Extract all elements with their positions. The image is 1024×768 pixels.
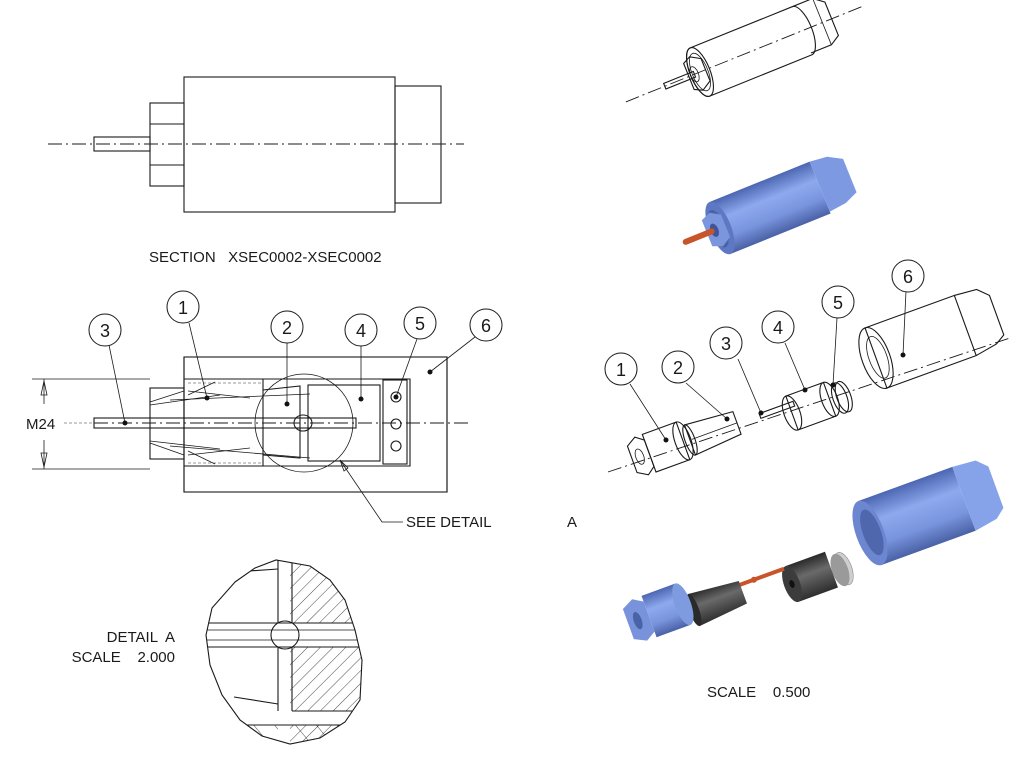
section-view	[32, 356, 470, 523]
detail-a-title: DETAIL A	[107, 629, 175, 646]
balloon-1: 1	[166, 290, 210, 401]
svg-text:3: 3	[721, 334, 731, 354]
detail-a-circle	[254, 373, 354, 473]
part-5-bearing-section	[382, 379, 408, 465]
svg-text:6: 6	[481, 316, 491, 336]
iso-wireframe-view	[625, 0, 863, 103]
exploded-part-6	[858, 288, 1005, 389]
shaded-part-5	[830, 552, 854, 587]
exploded-balloon-3: 3	[709, 326, 764, 416]
exploded-part-2	[682, 410, 742, 456]
detail-a-scale: SCALE 2.000	[72, 649, 175, 666]
balloon-5: 5	[393, 306, 437, 400]
balloon-6: 6	[427, 308, 503, 375]
exploded-scale-label: SCALE 0.500	[707, 684, 810, 701]
exploded-part-4	[781, 381, 840, 431]
balloon-3: 3	[88, 313, 128, 426]
section-balloons: 1 3 2 4 5 6	[88, 290, 503, 426]
shaded-part-6	[852, 460, 1004, 566]
dimension-m24: M24	[26, 416, 55, 433]
see-detail-label: SEE DETAIL	[406, 514, 492, 531]
exploded-balloon-4: 4	[761, 310, 808, 393]
see-detail-letter: A	[567, 514, 577, 531]
svg-text:4: 4	[356, 321, 366, 341]
svg-text:4: 4	[773, 318, 783, 338]
svg-text:2: 2	[282, 318, 292, 338]
svg-text:2: 2	[673, 358, 683, 378]
detail-a-view	[205, 559, 363, 745]
svg-text:5: 5	[415, 314, 425, 334]
pin-orange	[682, 228, 715, 245]
part-2-collet-section	[262, 385, 301, 459]
nut-outline	[149, 102, 185, 187]
exploded-balloon-5: 5	[821, 285, 855, 388]
exploded-shaded-view	[622, 460, 1004, 641]
exploded-wireframe-view	[607, 288, 1011, 476]
section-title: SECTION XSEC0002-XSEC0002	[149, 249, 382, 266]
shaded-part-4	[782, 551, 838, 603]
exploded-part-1	[626, 421, 694, 476]
balloon-4: 4	[344, 313, 378, 402]
detail-a-boundary	[205, 559, 363, 745]
exploded-balloons: 1 2 3 4 5 6	[604, 259, 925, 443]
svg-text:1: 1	[178, 298, 188, 318]
exploded-balloon-2: 2	[661, 350, 730, 422]
svg-text:3: 3	[100, 321, 110, 341]
part-4-block-section	[307, 384, 381, 462]
exploded-balloon-6: 6	[891, 259, 925, 358]
balloon-2: 2	[270, 310, 304, 407]
svg-text:6: 6	[903, 267, 913, 287]
iso-shaded-view	[682, 156, 857, 255]
detail-leader	[339, 459, 403, 523]
shaded-part-1	[622, 583, 694, 641]
exploded-part-5	[830, 380, 853, 414]
svg-text:1: 1	[616, 360, 626, 380]
svg-text:5: 5	[833, 293, 843, 313]
body-outline	[183, 76, 396, 213]
hex-end	[394, 85, 442, 204]
exploded-balloon-1: 1	[604, 352, 669, 443]
part-1-nut-section	[149, 387, 185, 460]
front-view	[48, 76, 464, 213]
exploded-part-3	[758, 400, 796, 420]
